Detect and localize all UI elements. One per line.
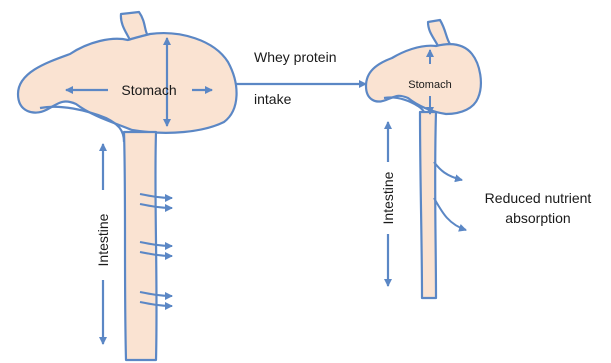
effect-label-line1: Reduced nutrient [485,190,592,206]
right-organ [366,20,481,298]
right-absorption-arrows [434,162,466,230]
absorption-arrow [434,198,466,230]
left-intestine [124,132,157,360]
effect-label-line2: absorption [505,210,570,226]
right-intestine-label: Intestine [380,171,396,224]
absorption-arrow [434,162,462,180]
right-intestine [420,112,436,298]
right-stomach-label: Stomach [408,79,451,91]
left-intestine-label: Intestine [95,213,111,266]
left-stomach-label: Stomach [121,82,176,98]
left-organ [18,12,237,360]
transition-label-line2: intake [254,91,292,107]
right-esophagus [428,20,450,46]
transition-label-line1: Whey protein [254,49,336,65]
